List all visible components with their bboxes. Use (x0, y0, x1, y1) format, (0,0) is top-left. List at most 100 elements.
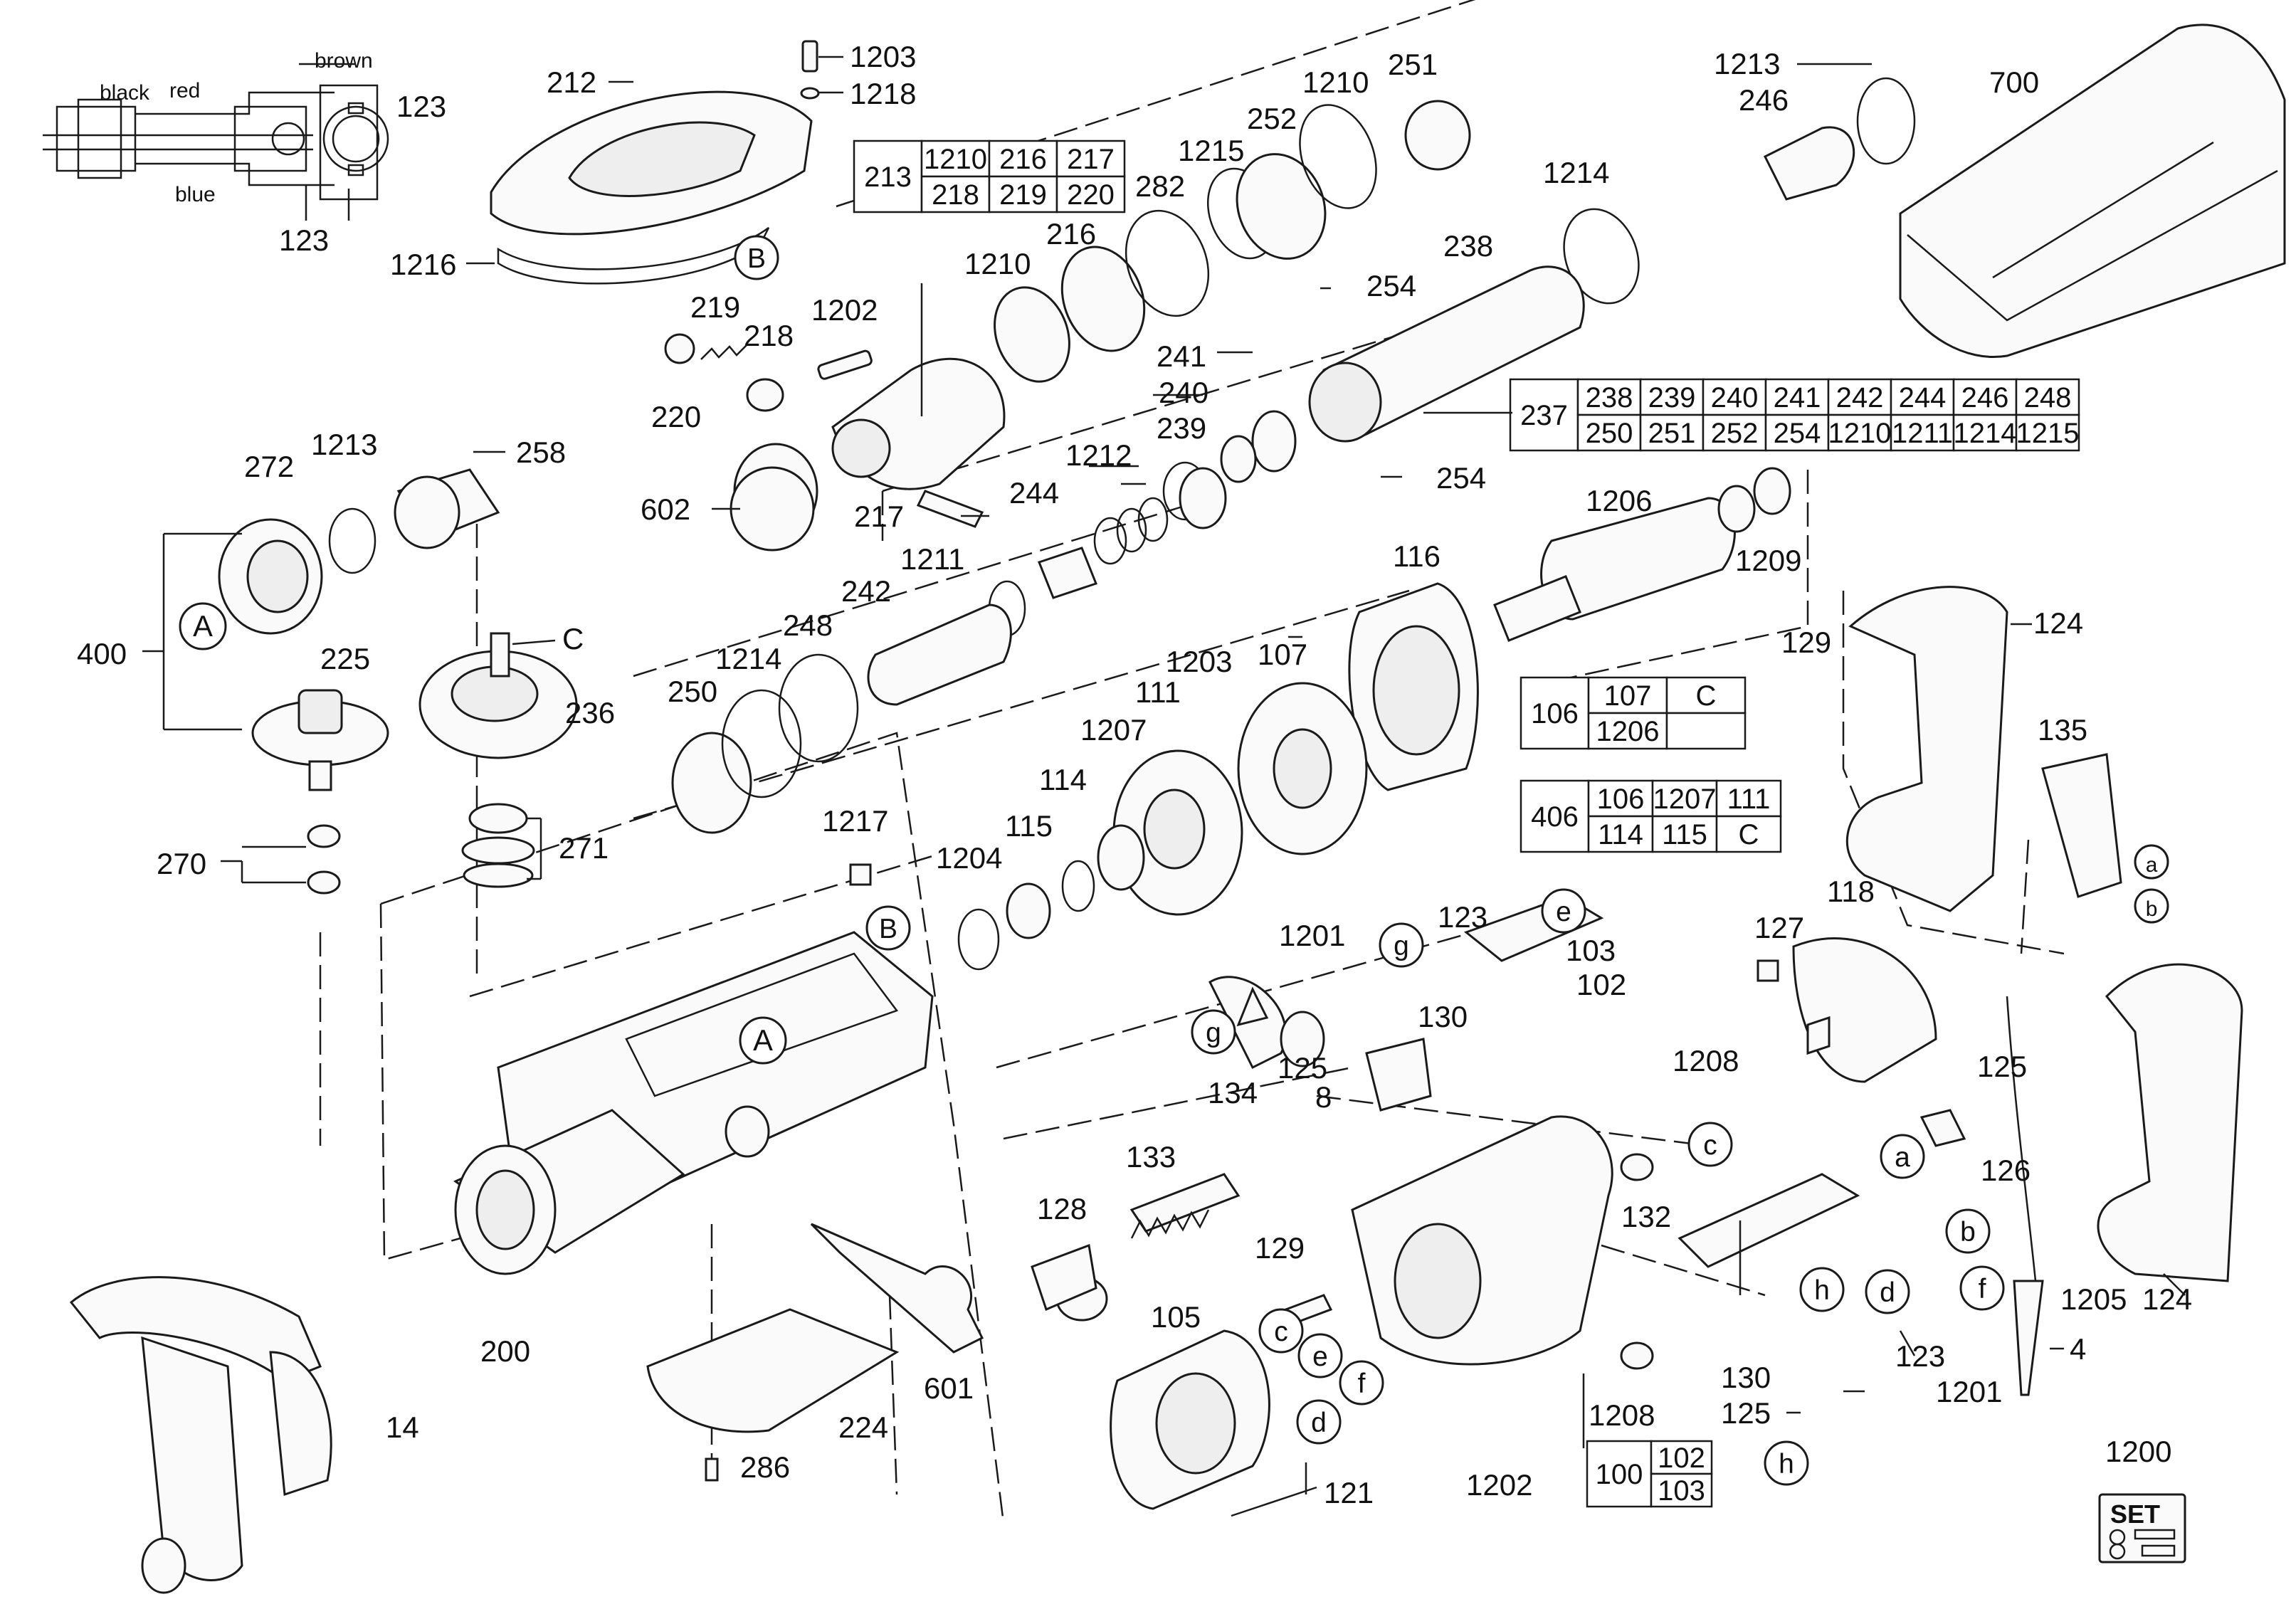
part-label: 133 (1126, 1140, 1176, 1174)
small-parts-218-220 (664, 333, 873, 412)
table-cell-text: 1214 (1954, 418, 2017, 449)
main-handle-124 (1806, 586, 2243, 1396)
part-label: 258 (516, 436, 566, 469)
table-cell-text: 102 (1658, 1443, 1705, 1474)
part-label: 1213 (1714, 47, 1780, 80)
part-label: 1218 (850, 77, 916, 110)
table-cell-text: 248 (2024, 382, 2072, 413)
callout-circle-e (1297, 1333, 1343, 1378)
part-label: 123 (279, 223, 329, 257)
table-cell (1576, 378, 1642, 416)
part-label: 252 (1247, 102, 1297, 135)
table-cell-text: 240 (1711, 382, 1759, 413)
table-cell (1639, 413, 1705, 452)
part-label: 124 (2033, 606, 2083, 640)
table-cell-text: 114 (1598, 819, 1643, 850)
part-label: 130 (1418, 1000, 1468, 1033)
part-label: 272 (244, 450, 294, 483)
table-cell-text: 103 (1658, 1475, 1705, 1507)
table-cell-text: 239 (1648, 382, 1696, 413)
part-label: 1214 (715, 642, 781, 675)
callout-letter: c (1703, 1130, 1717, 1161)
callout-circle-d (1296, 1399, 1342, 1445)
part-label: 602 (641, 492, 690, 526)
callout-circle-h (1764, 1440, 1809, 1486)
part-label: 242 (841, 574, 891, 608)
callout-circle-f (1339, 1360, 1384, 1406)
table-key-cell (1586, 1440, 1653, 1508)
table-cell-text: 244 (1899, 382, 1947, 413)
callout-circle-b (2134, 888, 2169, 924)
table-cell-text: 251 (1648, 418, 1696, 449)
wire-label-red: red (169, 79, 200, 102)
part-label: 116 (1393, 539, 1441, 573)
table-cell-text: 115 (1662, 819, 1707, 850)
parts-set-1200-icon: SET (2098, 1493, 2186, 1564)
callout-letter: a (1895, 1142, 1910, 1173)
part-label: 126 (1981, 1154, 2031, 1187)
part-label: 216 (1046, 217, 1096, 251)
table-cell-text: C (1739, 819, 1759, 850)
field-stator-105 (1110, 1329, 1317, 1517)
part-label: 1201 (1936, 1375, 2002, 1408)
part-label: 125 (1977, 1050, 2027, 1083)
table-cell (1952, 413, 2018, 452)
callout-circle-h (1799, 1267, 1845, 1312)
part-label: 1202 (811, 293, 878, 327)
callout-circle-g (1191, 1009, 1236, 1055)
part-label: 1204 (936, 841, 1002, 875)
table-cell-text: 219 (999, 179, 1047, 211)
part-label: 200 (480, 1334, 530, 1368)
part-label: 1208 (1589, 1398, 1655, 1432)
part-label: 1212 (1065, 438, 1132, 472)
part-label: 130 (1721, 1361, 1771, 1394)
callout-letter: A (753, 1023, 773, 1057)
part-label: 127 (1754, 911, 1804, 944)
fan-baffle-116 (1348, 582, 1479, 791)
impact-parts-middle-row (671, 466, 1227, 834)
fan-107 (1237, 682, 1368, 855)
table-cell-text: 220 (1067, 179, 1115, 211)
side-handle-14 (69, 1276, 332, 1594)
wire-label-brown: brown (315, 49, 373, 73)
part-label: 129 (1781, 626, 1831, 659)
part-label: 271 (559, 831, 609, 865)
part-label: 125 (1721, 1396, 1771, 1430)
bearing-flange-111-1207 (849, 749, 1243, 971)
part-label: 1210 (1302, 65, 1369, 99)
screw-1203-top (800, 40, 820, 100)
part-label: 1200 (2105, 1435, 2171, 1468)
callout-letter: a (2146, 853, 2158, 877)
part-label: 103 (1566, 934, 1616, 967)
callout-circle-e (1541, 888, 1586, 934)
callout-circle-d (1865, 1269, 1910, 1314)
table-cell (1764, 378, 1830, 416)
part-label: 225 (320, 642, 370, 675)
table-cell (1764, 413, 1830, 452)
table-cell (1665, 712, 1747, 750)
part-label: 1201 (1279, 919, 1345, 952)
table-cell (1576, 413, 1642, 452)
table-cell (1650, 1472, 1713, 1508)
table-key-cell (1509, 378, 1579, 452)
table-cell-text: 217 (1067, 144, 1115, 175)
callout-circle-f (1959, 1265, 2005, 1311)
callout-letter: e (1312, 1341, 1328, 1372)
part-label: 1210 (964, 247, 1031, 280)
table-cell (1715, 815, 1782, 853)
callout-circle-c (1258, 1308, 1304, 1354)
table-key-text: 237 (1520, 400, 1568, 431)
table-cell-text: 242 (1836, 382, 1884, 413)
leader-lines (142, 56, 2186, 1494)
part-label: 118 (1827, 875, 1875, 908)
callout-letter: h (1779, 1449, 1794, 1480)
table-cell-text: 252 (1711, 418, 1759, 449)
table-cell-text: 1211 (1892, 418, 1953, 449)
callout-circle-a (2134, 844, 2169, 880)
part-label: 123 (1895, 1339, 1945, 1373)
